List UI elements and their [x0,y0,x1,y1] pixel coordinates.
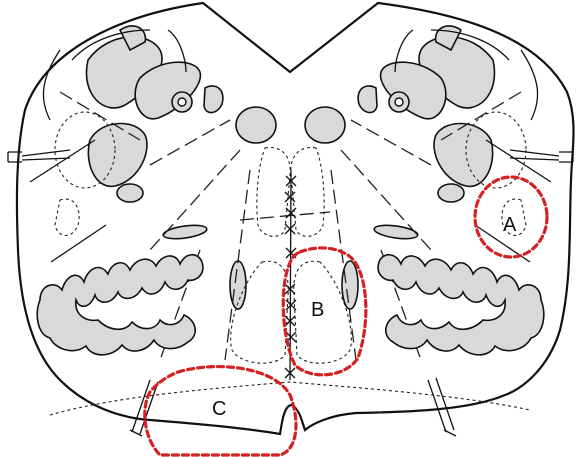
label-b: B [311,299,324,321]
label-a: A [503,214,517,236]
label-c: C [212,398,226,420]
